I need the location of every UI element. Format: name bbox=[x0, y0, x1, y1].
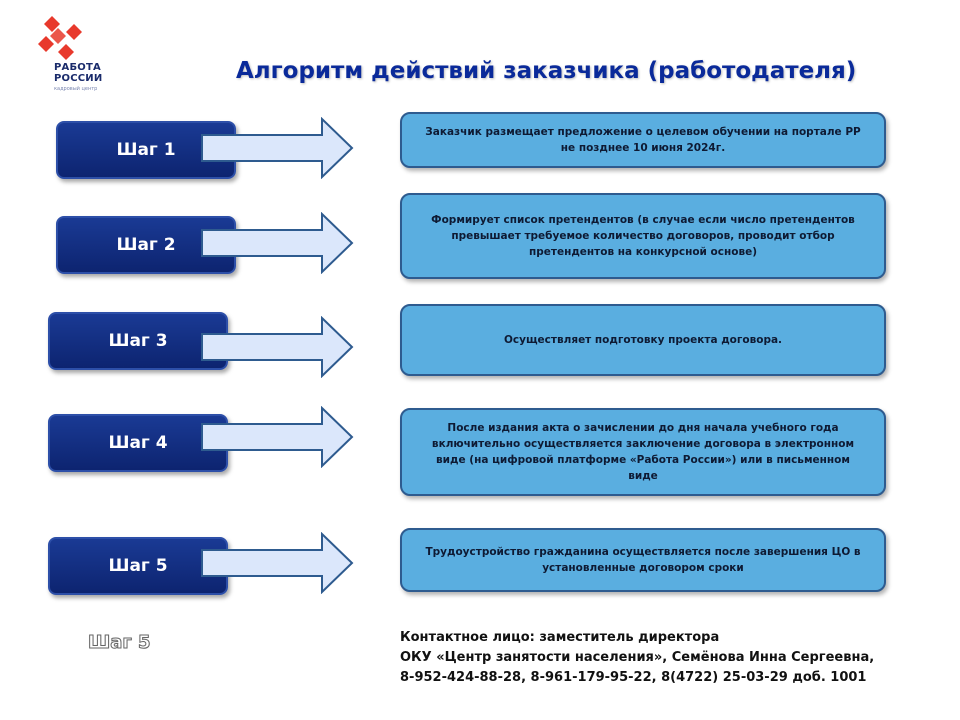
logo-text: РАБОТА РОССИИ bbox=[54, 62, 102, 84]
contact-line-2: ОКУ «Центр занятости населения», Семёнов… bbox=[400, 650, 875, 665]
step-5-arrow-icon bbox=[201, 532, 354, 594]
step-4-label: Шаг 4 bbox=[48, 414, 228, 472]
contact-line-3: 8-952-424-88-28, 8-961-179-95-22, 8(4722… bbox=[400, 670, 867, 685]
step-1-arrow-icon bbox=[201, 117, 354, 179]
logo-line-1: РАБОТА bbox=[54, 62, 101, 73]
ghost-step-label: Шаг 5 bbox=[88, 632, 152, 654]
contact-line-1: Контактное лицо: заместитель директора bbox=[400, 630, 720, 645]
step-5-description: Трудоустройство гражданина осуществляетс… bbox=[400, 528, 886, 592]
step-2-arrow-icon bbox=[201, 212, 354, 274]
step-3-label: Шаг 3 bbox=[48, 312, 228, 370]
step-3-arrow-icon bbox=[201, 316, 354, 378]
logo-subtitle: кадровый центр bbox=[54, 86, 98, 92]
step-5-label: Шаг 5 bbox=[48, 537, 228, 595]
step-4-description: После издания акта о зачислении до дня н… bbox=[400, 408, 886, 496]
contact-info: Контактное лицо: заместитель директора О… bbox=[400, 628, 940, 688]
logo: РАБОТА РОССИИ кадровый центр bbox=[38, 14, 128, 94]
step-2-description: Формирует список претендентов (в случае … bbox=[400, 193, 886, 279]
logo-mark-icon bbox=[38, 16, 82, 60]
page-title: Алгоритм действий заказчика (работодател… bbox=[236, 58, 857, 84]
step-4-arrow-icon bbox=[201, 406, 354, 468]
logo-line-2: РОССИИ bbox=[54, 73, 103, 84]
step-3-description: Осуществляет подготовку проекта договора… bbox=[400, 304, 886, 376]
step-1-description: Заказчик размещает предложение о целевом… bbox=[400, 112, 886, 168]
